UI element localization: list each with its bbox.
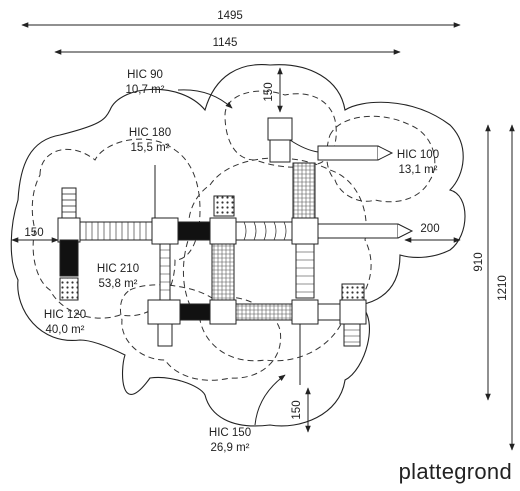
dimension-lines [11, 22, 515, 451]
outer-safety-zone [10, 64, 466, 427]
svg-text:40,0 m²: 40,0 m² [46, 324, 85, 336]
dim-left-clearance: 150 [24, 227, 43, 239]
dim-right-clearance: 200 [420, 223, 439, 235]
zone-label-hic150: HIC 150 26,9 m² [209, 427, 251, 454]
svg-text:53,8 m²: 53,8 m² [99, 278, 138, 290]
zone-label-hic100: HIC 100 13,1 m² [397, 149, 439, 176]
svg-text:10,7 m²: 10,7 m² [126, 84, 165, 96]
svg-text:HIC 120: HIC 120 [44, 309, 86, 321]
zone-label-hic210: HIC 210 53,8 m² [97, 263, 139, 290]
zone-label-hic180: HIC 180 15,5 m² [129, 127, 171, 154]
dim-bottom-clearance: 150 [291, 400, 303, 419]
svg-text:HIC 180: HIC 180 [129, 127, 171, 139]
svg-text:15,5 m²: 15,5 m² [131, 142, 170, 154]
svg-text:26,9 m²: 26,9 m² [211, 442, 250, 454]
zone-label-hic90: HIC 90 10,7 m² [126, 69, 165, 96]
dim-overall-height: 1210 [497, 275, 509, 301]
dim-top-clearance: 150 [263, 82, 275, 101]
svg-text:HIC 150: HIC 150 [209, 427, 251, 439]
dim-inner-height: 910 [473, 252, 485, 271]
svg-text:HIC 210: HIC 210 [97, 263, 139, 275]
svg-text:13,1 m²: 13,1 m² [399, 164, 438, 176]
dim-inner-width: 1145 [213, 37, 238, 49]
dim-overall-width: 1495 [217, 10, 243, 22]
play-equipment [57, 117, 414, 385]
leader-lines [177, 89, 286, 426]
svg-text:HIC 90: HIC 90 [127, 69, 163, 81]
plan-caption: plattegrond [398, 459, 512, 484]
zone-label-hic120: HIC 120 40,0 m² [44, 309, 86, 336]
svg-text:HIC 100: HIC 100 [397, 149, 439, 161]
